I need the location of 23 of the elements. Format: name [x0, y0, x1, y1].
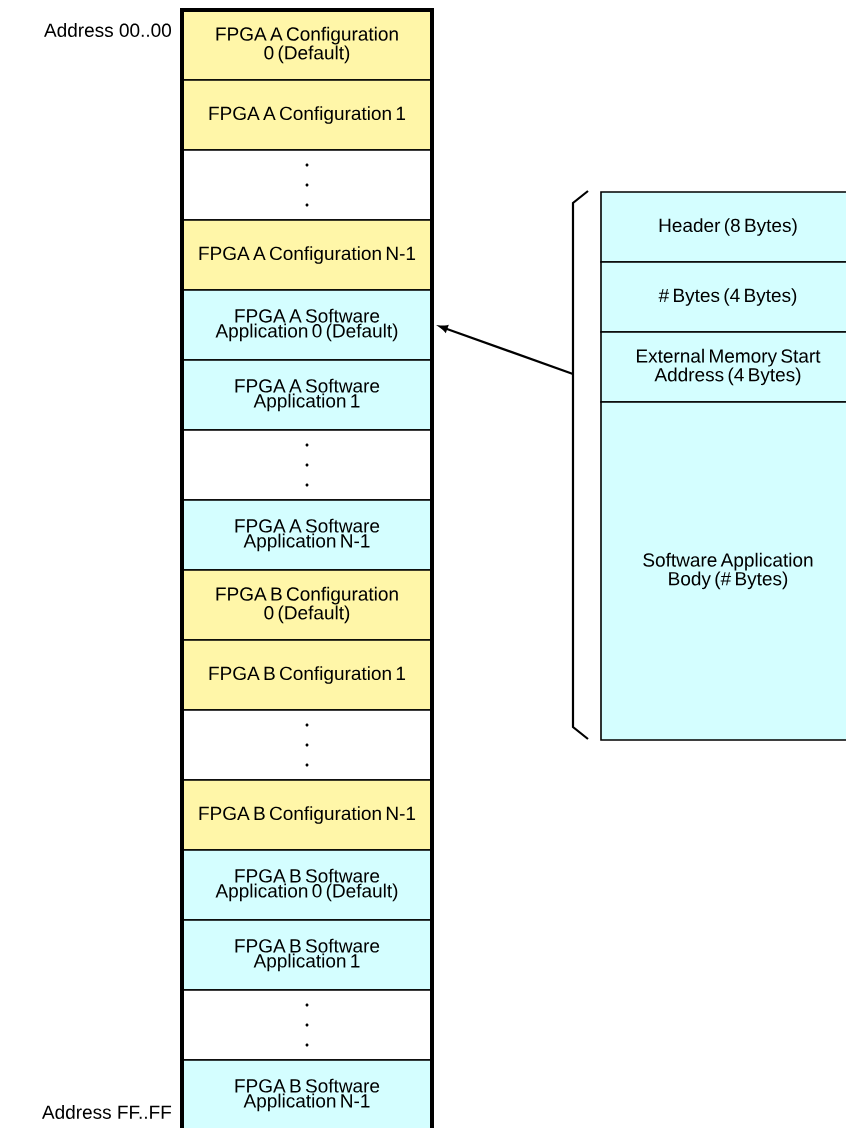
memory-cell: FPGA B Configuration 1 [181, 639, 433, 711]
address-label: Address 00..00 [44, 23, 171, 37]
ellipsis-cell [181, 989, 433, 1061]
memory-cell: FPGA A Configuration N-1 [181, 219, 433, 291]
memory-cell: FPGA B Software Application 0 (Default) [181, 849, 433, 921]
ellipsis-cell [181, 709, 433, 781]
ellipsis-cell [181, 149, 433, 221]
memory-cell: # Bytes (4 Bytes) [600, 261, 846, 333]
bracket [571, 190, 589, 740]
memory-cell: FPGA B Configuration N-1 [181, 779, 433, 851]
memory-cell: FPGA A Software Application N-1 [181, 499, 433, 571]
memory-cell: FPGA B Software Application N-1 [181, 1059, 433, 1128]
memory-cell: FPGA A Software Application 1 [181, 359, 433, 431]
memory-cell: FPGA A Software Application 0 (Default) [181, 289, 433, 361]
memory-cell: External Memory Start Address (4 Bytes) [600, 331, 846, 403]
memory-cell: FPGA B Configuration 0 (Default) [181, 569, 433, 641]
memory-cell: FPGA A Configuration 1 [181, 79, 433, 151]
ellipsis-cell [181, 429, 433, 501]
arrow [439, 325, 574, 376]
memory-cell: Header (8 Bytes) [600, 191, 846, 263]
memory-cell: FPGA A Configuration 0 (Default) [181, 9, 433, 81]
address-label: Address FF..FF [42, 1105, 172, 1119]
memory-cell: FPGA B Software Application 1 [181, 919, 433, 991]
